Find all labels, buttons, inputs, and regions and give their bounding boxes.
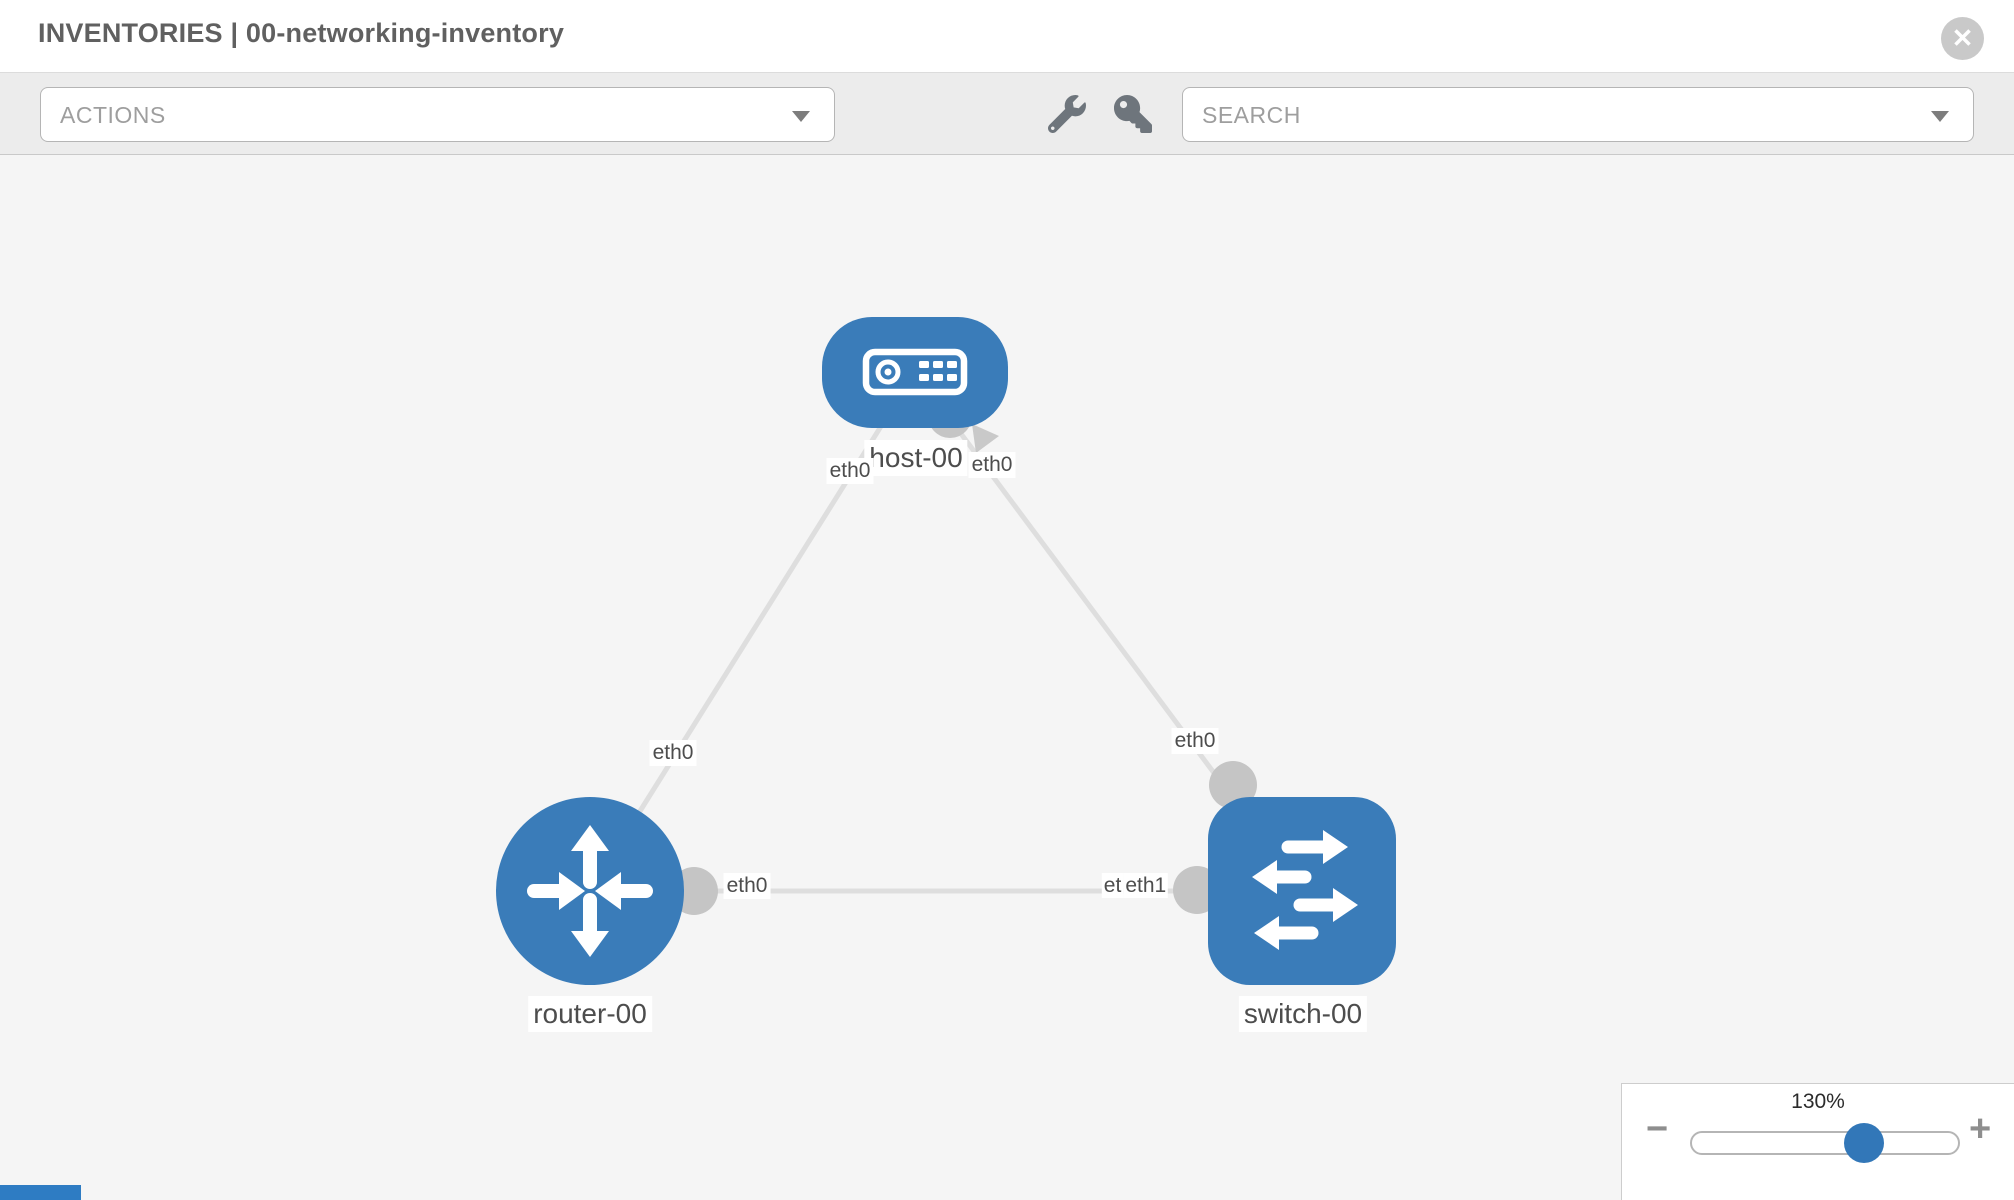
node-label-switch-00: switch-00 bbox=[1238, 996, 1368, 1032]
interface-dot-switch-eth0 bbox=[1209, 761, 1257, 809]
chevron-down-icon bbox=[1931, 111, 1949, 122]
key-glyph bbox=[1114, 95, 1152, 133]
topology-canvas[interactable]: host-00 router-00 switch-00 eth0 eth0 et… bbox=[0, 155, 2014, 1200]
node-switch-00[interactable] bbox=[1208, 797, 1396, 985]
interface-label-host-right: eth0 bbox=[968, 452, 1016, 478]
topology-graph bbox=[496, 317, 1396, 985]
zoom-out-button[interactable]: − bbox=[1646, 1108, 1669, 1150]
interface-label-router-top: eth0 bbox=[649, 740, 697, 766]
actions-dropdown[interactable]: ACTIONS bbox=[40, 87, 835, 142]
host-icon bbox=[862, 348, 968, 396]
actions-dropdown-label: ACTIONS bbox=[60, 102, 166, 128]
search-dropdown[interactable]: SEARCH bbox=[1182, 87, 1974, 142]
node-label-router-00: router-00 bbox=[528, 996, 652, 1032]
interface-label-clipped: et bbox=[1101, 873, 1124, 898]
node-router-00[interactable] bbox=[496, 797, 684, 985]
zoom-slider[interactable] bbox=[1690, 1131, 1960, 1155]
interface-label-router-right: eth0 bbox=[723, 873, 771, 899]
node-host-00[interactable] bbox=[822, 317, 1008, 428]
interface-label-host-left: eth0 bbox=[826, 458, 874, 484]
interface-label-switch-top: eth0 bbox=[1171, 728, 1219, 754]
zoom-level: 130% bbox=[1791, 1090, 1845, 1113]
modal-header: INVENTORIES | 00-networking-inventory ✕ bbox=[0, 0, 2014, 72]
zoom-panel: 130% − + bbox=[1621, 1083, 2014, 1200]
chevron-down-icon bbox=[792, 111, 810, 122]
node-label-host-00: host-00 bbox=[864, 440, 968, 476]
link-arrowhead bbox=[972, 424, 999, 453]
router-icon bbox=[527, 825, 653, 957]
close-icon: ✕ bbox=[1951, 23, 1974, 53]
search-dropdown-label: SEARCH bbox=[1202, 102, 1301, 128]
key-icon[interactable] bbox=[1114, 95, 1152, 133]
close-button[interactable]: ✕ bbox=[1941, 17, 1984, 60]
zoom-slider-thumb[interactable] bbox=[1844, 1123, 1884, 1163]
toolbar: ACTIONS SEARCH bbox=[0, 72, 2014, 155]
page-title: INVENTORIES | 00-networking-inventory bbox=[38, 18, 565, 48]
wrench-glyph bbox=[1047, 95, 1086, 134]
zoom-in-button[interactable]: + bbox=[1969, 1108, 1992, 1150]
interface-label-eth1: eth1 bbox=[1123, 873, 1169, 898]
bottom-edge-blue-bar bbox=[0, 1185, 81, 1200]
switch-icon bbox=[1252, 830, 1358, 950]
wrench-icon[interactable] bbox=[1047, 95, 1086, 134]
